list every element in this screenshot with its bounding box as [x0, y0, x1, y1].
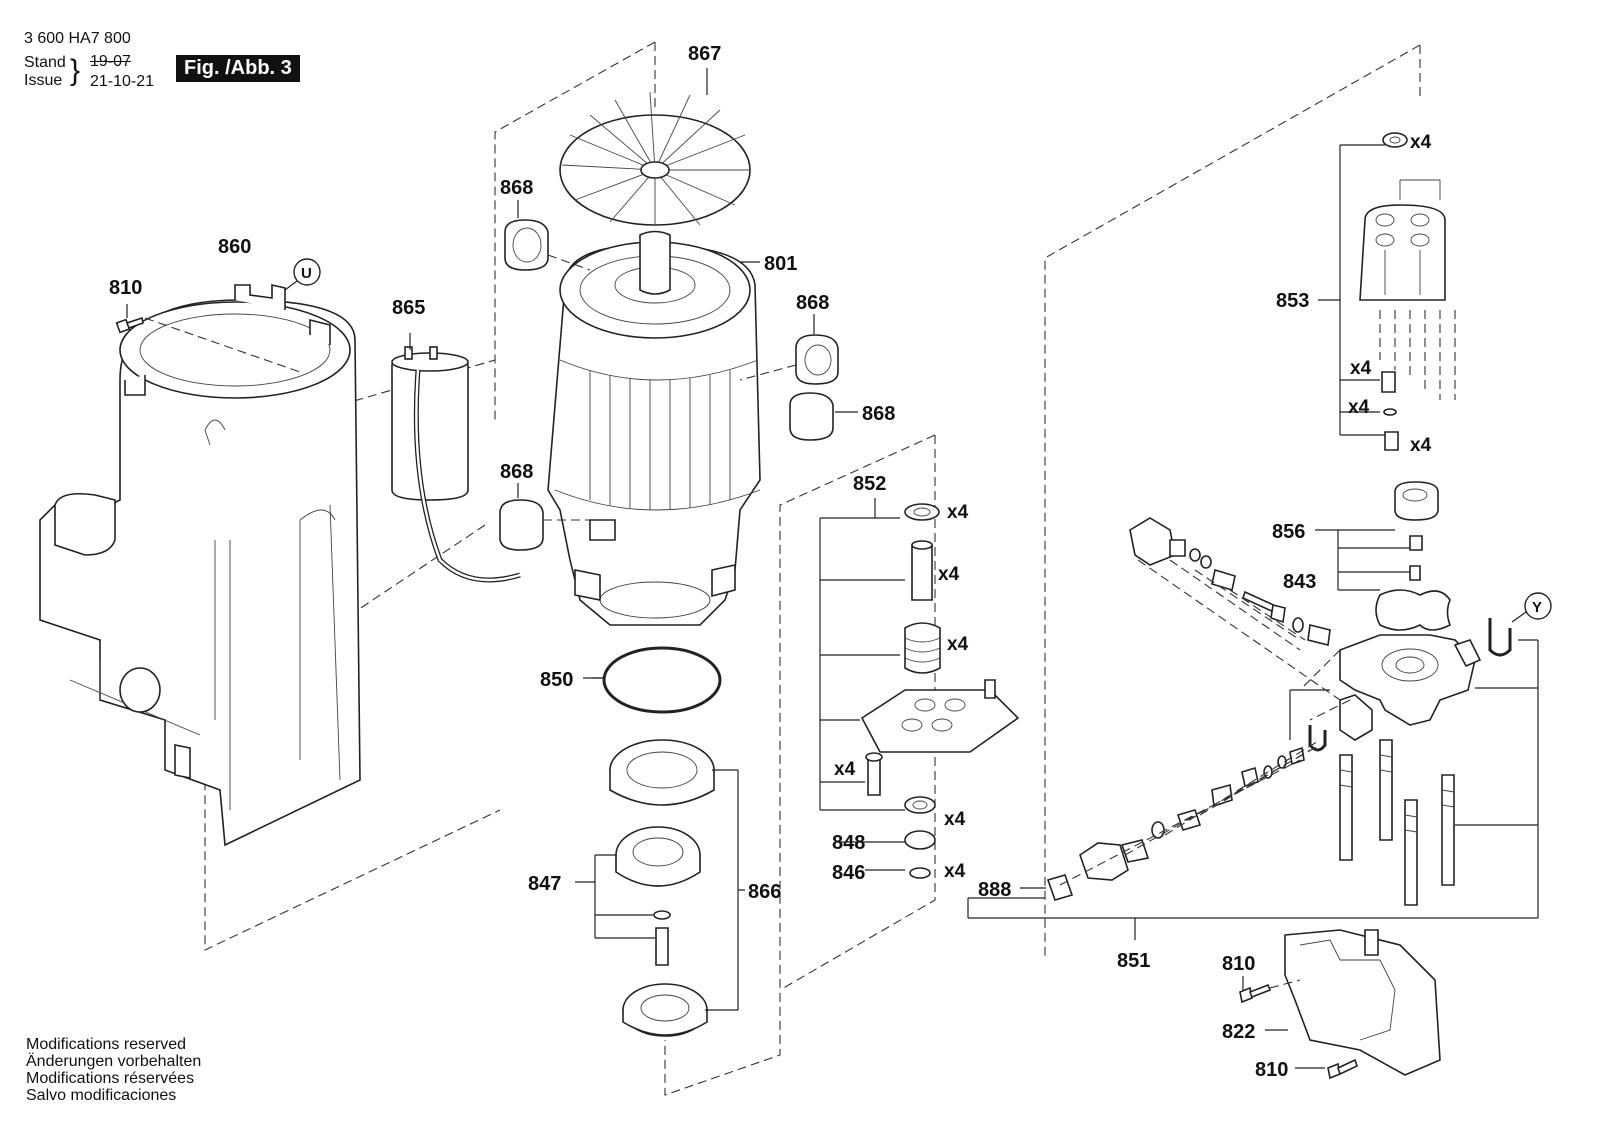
screw-810-b — [1239, 976, 1301, 1004]
qty-846: x4 — [944, 861, 966, 882]
callout-labels: 867 868 801 868 868 868 860 810 865 850 … — [109, 43, 1316, 1081]
mount-868-b — [739, 314, 839, 385]
callout-810-c: 810 — [1255, 1059, 1288, 1081]
valve-stack-853 — [1318, 132, 1456, 451]
qty-852-d: x4 — [834, 759, 856, 780]
valve-group-852 — [819, 498, 1020, 879]
marker-y: Y — [1511, 592, 1552, 623]
note-de: Änderungen vorbehalten — [26, 1053, 202, 1070]
leader-lines — [592, 677, 1046, 889]
callout-843: 843 — [1283, 571, 1316, 593]
qty-853-c: x4 — [1410, 435, 1432, 456]
callout-822: 822 — [1222, 1021, 1255, 1043]
screw-810-a — [115, 304, 301, 373]
callout-868-d: 868 — [500, 461, 533, 483]
mount-868-d — [499, 483, 590, 551]
qty-852-a: x4 — [947, 502, 969, 523]
note-es: Salvo modificaciones — [26, 1087, 177, 1104]
new-date: 21-10-21 — [90, 73, 155, 90]
callout-868-b: 868 — [796, 292, 829, 314]
old-date: 19-07 — [90, 53, 131, 70]
callout-865: 865 — [392, 297, 425, 319]
callout-868-c: 868 — [862, 403, 895, 425]
housing-860 — [39, 283, 361, 847]
stand-label: Stand — [24, 54, 66, 71]
marker-u-label: U — [301, 265, 312, 282]
issue-label: Issue — [24, 72, 63, 89]
qty-852-b: x4 — [938, 564, 960, 585]
swash-847 — [615, 826, 708, 1037]
marker-y-label: Y — [1532, 599, 1542, 616]
capacitor-865 — [391, 333, 521, 583]
callout-856: 856 — [1272, 521, 1305, 543]
qty-853-b: x4 — [1348, 397, 1370, 418]
motor-801 — [547, 230, 761, 626]
note-fr: Modifications réservées — [26, 1070, 195, 1087]
callout-852: 852 — [853, 473, 886, 495]
callout-888: 888 — [978, 879, 1011, 901]
marker-u: U — [284, 258, 321, 291]
modification-notes: Modifications reserved Änderungen vorbeh… — [26, 1036, 201, 1104]
document-number: 3 600 HA7 800 — [24, 30, 131, 47]
qty-853-a: x4 — [1350, 358, 1372, 379]
callout-847: 847 — [528, 873, 561, 895]
oring-850 — [583, 646, 722, 714]
callout-850: 850 — [540, 669, 573, 691]
note-en: Modifications reserved — [26, 1036, 187, 1053]
callout-801: 801 — [764, 253, 797, 275]
callout-853: 853 — [1276, 290, 1309, 312]
qty-852-e: x4 — [944, 809, 966, 830]
bracket-847-866 — [575, 769, 745, 1011]
bracket-822 — [1265, 929, 1441, 1076]
mount-868-c — [789, 392, 858, 441]
brace: } — [70, 54, 81, 87]
dashed-boundaries — [204, 41, 1421, 1096]
screw-810-c — [1295, 1058, 1358, 1080]
mount-868-a — [504, 200, 591, 271]
callout-848: 848 — [832, 832, 865, 854]
callout-867: 867 — [688, 43, 721, 65]
callout-866: 866 — [748, 881, 781, 903]
qty-852-c: x4 — [947, 634, 969, 655]
pump-head-851 — [967, 481, 1539, 940]
callout-851: 851 — [1117, 950, 1150, 972]
callout-868-a: 868 — [500, 177, 533, 199]
qty-853-top: x4 — [1410, 132, 1432, 153]
quantity-labels: x4 x4 x4 x4 x4 x4 x4 x4 x4 x4 x4 x4 — [834, 132, 1432, 882]
callout-810-a: 810 — [109, 277, 142, 299]
figure-label: Fig. /Abb. 3 — [176, 55, 300, 82]
callout-846: 846 — [832, 862, 865, 884]
callout-860: 860 — [218, 236, 251, 258]
fan-867 — [559, 68, 751, 226]
callout-810-b: 810 — [1222, 953, 1255, 975]
bearing-866 — [609, 739, 715, 806]
